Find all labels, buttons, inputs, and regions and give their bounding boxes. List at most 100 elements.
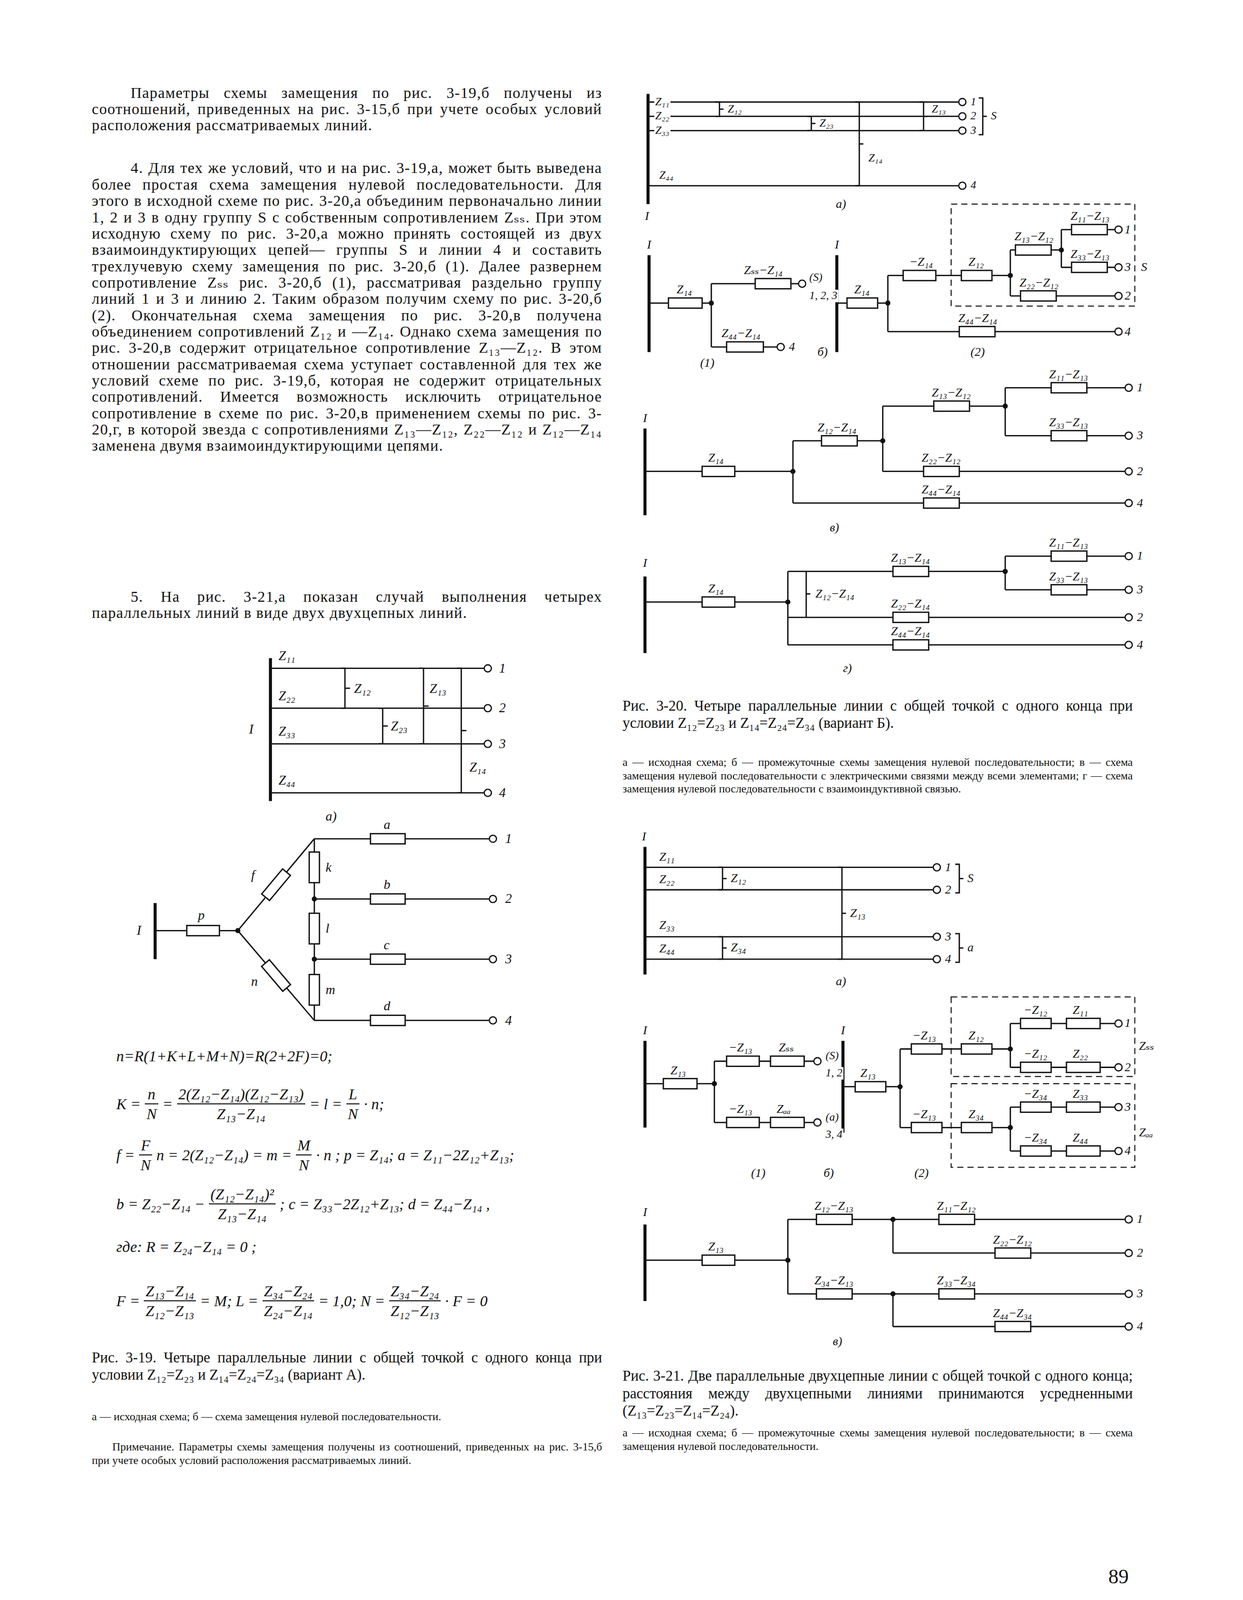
fig-3-20g-circuit xyxy=(1125,552,1133,561)
fig-3-20v-circuit xyxy=(1051,382,1088,393)
diagram-label: 2 xyxy=(498,700,507,716)
diagram-label: Z₁₁ xyxy=(654,95,671,109)
formula-denominator: Z₁₂−Z₁₃ xyxy=(389,1300,441,1320)
fig-3-20v-circuit xyxy=(923,466,960,477)
diagram-label: −Z₁₂ xyxy=(1022,1047,1049,1061)
formula-denominator: Z₂₄−Z₁₄ xyxy=(262,1300,315,1320)
fig-3-21a-lines xyxy=(718,864,964,963)
diagram-label: Z₄₄ xyxy=(277,773,297,788)
fig-3-19b-circuit xyxy=(489,955,497,963)
formula-numerator: (Z₁₂−Z₁₄)² xyxy=(208,1185,276,1204)
diagram-label: 4 xyxy=(1135,496,1145,511)
fig-3-20b2-circuit xyxy=(836,204,1135,353)
diagram-label: 2 xyxy=(1123,289,1133,303)
fig-3-19b-circuit xyxy=(489,895,497,903)
diagram-label: Z₃₄ xyxy=(729,941,748,955)
diagram-label: Z₁₃ xyxy=(428,681,448,696)
diagram-label: Z₁₃ xyxy=(859,1066,877,1080)
diagram-label: Z₃₃−Z₃₄ xyxy=(935,1273,977,1288)
fig-3-20g-circuit xyxy=(1002,568,1009,575)
diagram-label: Z₂₂ xyxy=(658,872,676,887)
diagram-label: 1 xyxy=(1135,380,1145,395)
fig-3-21v-circuit xyxy=(890,1291,896,1297)
diagram-label: Z₁₂ xyxy=(726,103,743,116)
fig-3-19b-circuit xyxy=(261,868,291,901)
fig-3-20b1-circuit xyxy=(798,280,806,288)
fig-3-21b2-circuit xyxy=(1066,1101,1101,1113)
diagram-label: 2 xyxy=(1135,464,1145,479)
diagram-label: а) xyxy=(834,197,848,211)
diagram-label: Z₄₄−Z₃₄ xyxy=(991,1306,1034,1321)
diagram-label: Z₂₃ xyxy=(818,117,835,130)
diagram-label: Z₁₁−Z₁₃ xyxy=(1048,367,1090,382)
fig-3-20a-lines xyxy=(958,112,966,120)
formula-numerator: Z₃₄−Z₂₄ xyxy=(262,1282,315,1301)
page-number: 89 xyxy=(1107,1564,1130,1588)
fig-3-20b2-circuit xyxy=(1020,290,1057,302)
diagram-label: Z₄₄−Z₁₄ xyxy=(889,624,931,639)
fig-3-19b-circuit xyxy=(489,835,497,843)
fig-3-20g-circuit xyxy=(1051,551,1088,562)
diagram-label: Z₂₂−Z₁₂ xyxy=(991,1233,1034,1247)
formula-term: = 1,0; N = xyxy=(317,1292,387,1310)
fig-3-20v-circuit xyxy=(644,387,1126,503)
fig-3-20b2-circuit xyxy=(1114,292,1123,300)
diagram-label: m xyxy=(324,982,337,998)
fraction: Z₃₄−Z₂₄Z₁₂−Z₁₃ xyxy=(389,1282,441,1320)
diagram-label: Z₁₂ xyxy=(353,681,372,696)
diagram-label: г) xyxy=(841,661,853,676)
fraction: Z₃₄−Z₂₄Z₂₄−Z₁₄ xyxy=(262,1282,315,1320)
diagram-label: 1, 2, 3 xyxy=(808,289,839,303)
fig-3-20b1-circuit xyxy=(726,341,764,353)
diagram-label: I xyxy=(247,722,255,737)
fig-3-19b-circuit xyxy=(155,838,491,1021)
body-paragraph: 5. На рис. 3-21,а показан случай выполне… xyxy=(91,588,602,622)
diagram-label: в) xyxy=(828,520,841,535)
diagram-label: l xyxy=(324,921,331,936)
diagram-label: S xyxy=(966,871,975,886)
fig-3-20b2-circuit xyxy=(1071,262,1108,273)
diagram-label: I xyxy=(640,829,648,844)
fig-3-21b2-circuit xyxy=(1020,1145,1052,1157)
formula-term: · n; xyxy=(362,1095,385,1113)
fig-3-20v-circuit xyxy=(1125,467,1133,476)
figure-caption: Рис. 3-21. Две параллельные двухцепные л… xyxy=(622,1366,1133,1420)
diagram-label: Z₁₁ xyxy=(1071,1003,1089,1017)
fig-3-21b1-circuit xyxy=(726,1117,760,1128)
diagram-label: Z₁₁ xyxy=(658,850,676,864)
fig-3-19b-circuit xyxy=(489,1016,497,1025)
diagram-label: Zₐₐ xyxy=(775,1102,792,1116)
diagram-label: (2) xyxy=(969,345,986,359)
diagram-label: Z₃₃−Z₁₃ xyxy=(1048,415,1090,430)
fraction: 2(Z₁₂−Z₁₄)(Z₁₂−Z₁₃)Z₁₃−Z₁₄ xyxy=(177,1085,306,1123)
diagram-label: Z₁₁−Z₁₃ xyxy=(1048,536,1090,550)
diagram-label: n xyxy=(250,974,259,989)
diagram-label: I xyxy=(641,556,649,570)
diagram-label: d xyxy=(382,998,392,1014)
fig-3-20b2-circuit xyxy=(1114,328,1123,336)
fig-3-21a-lines xyxy=(933,955,941,963)
diagram-label: б) xyxy=(816,345,829,359)
diagram-label: (1) xyxy=(750,1166,767,1180)
fig-3-20a-lines xyxy=(646,93,650,205)
diagram-label: Z₂₂−Z₁₂ xyxy=(1018,276,1060,290)
diagram-label: 4 xyxy=(504,1013,514,1028)
diagram-label: 1 xyxy=(969,95,978,109)
fig-3-21b1-circuit xyxy=(813,1119,822,1127)
diagram-label: Z₂₂−Z₁₄ xyxy=(889,597,931,612)
diagram-label: Zₛₛ xyxy=(1137,1039,1155,1053)
diagram-label: Z₁₁−Z₁₃ xyxy=(1069,209,1111,223)
diagram-label: 3 xyxy=(969,124,978,138)
diagram-label: б) xyxy=(822,1166,836,1180)
diagram-label: Z₁₄ xyxy=(867,152,884,165)
fig-3-21b2-circuit xyxy=(1114,1147,1123,1155)
fig-3-20v-circuit xyxy=(1125,499,1133,507)
fig-3-19b-circuit xyxy=(235,927,241,934)
diagram-label: −Z₁₂ xyxy=(1022,1003,1049,1017)
diagram-label: 3 xyxy=(1135,428,1145,443)
fig-3-21b2-circuit xyxy=(961,1122,992,1133)
diagram-label: в) xyxy=(831,1335,844,1349)
fig-3-19a-lines xyxy=(484,740,492,748)
formula-term: f = xyxy=(115,1146,136,1164)
formula-term: · F = 0 xyxy=(443,1292,489,1310)
